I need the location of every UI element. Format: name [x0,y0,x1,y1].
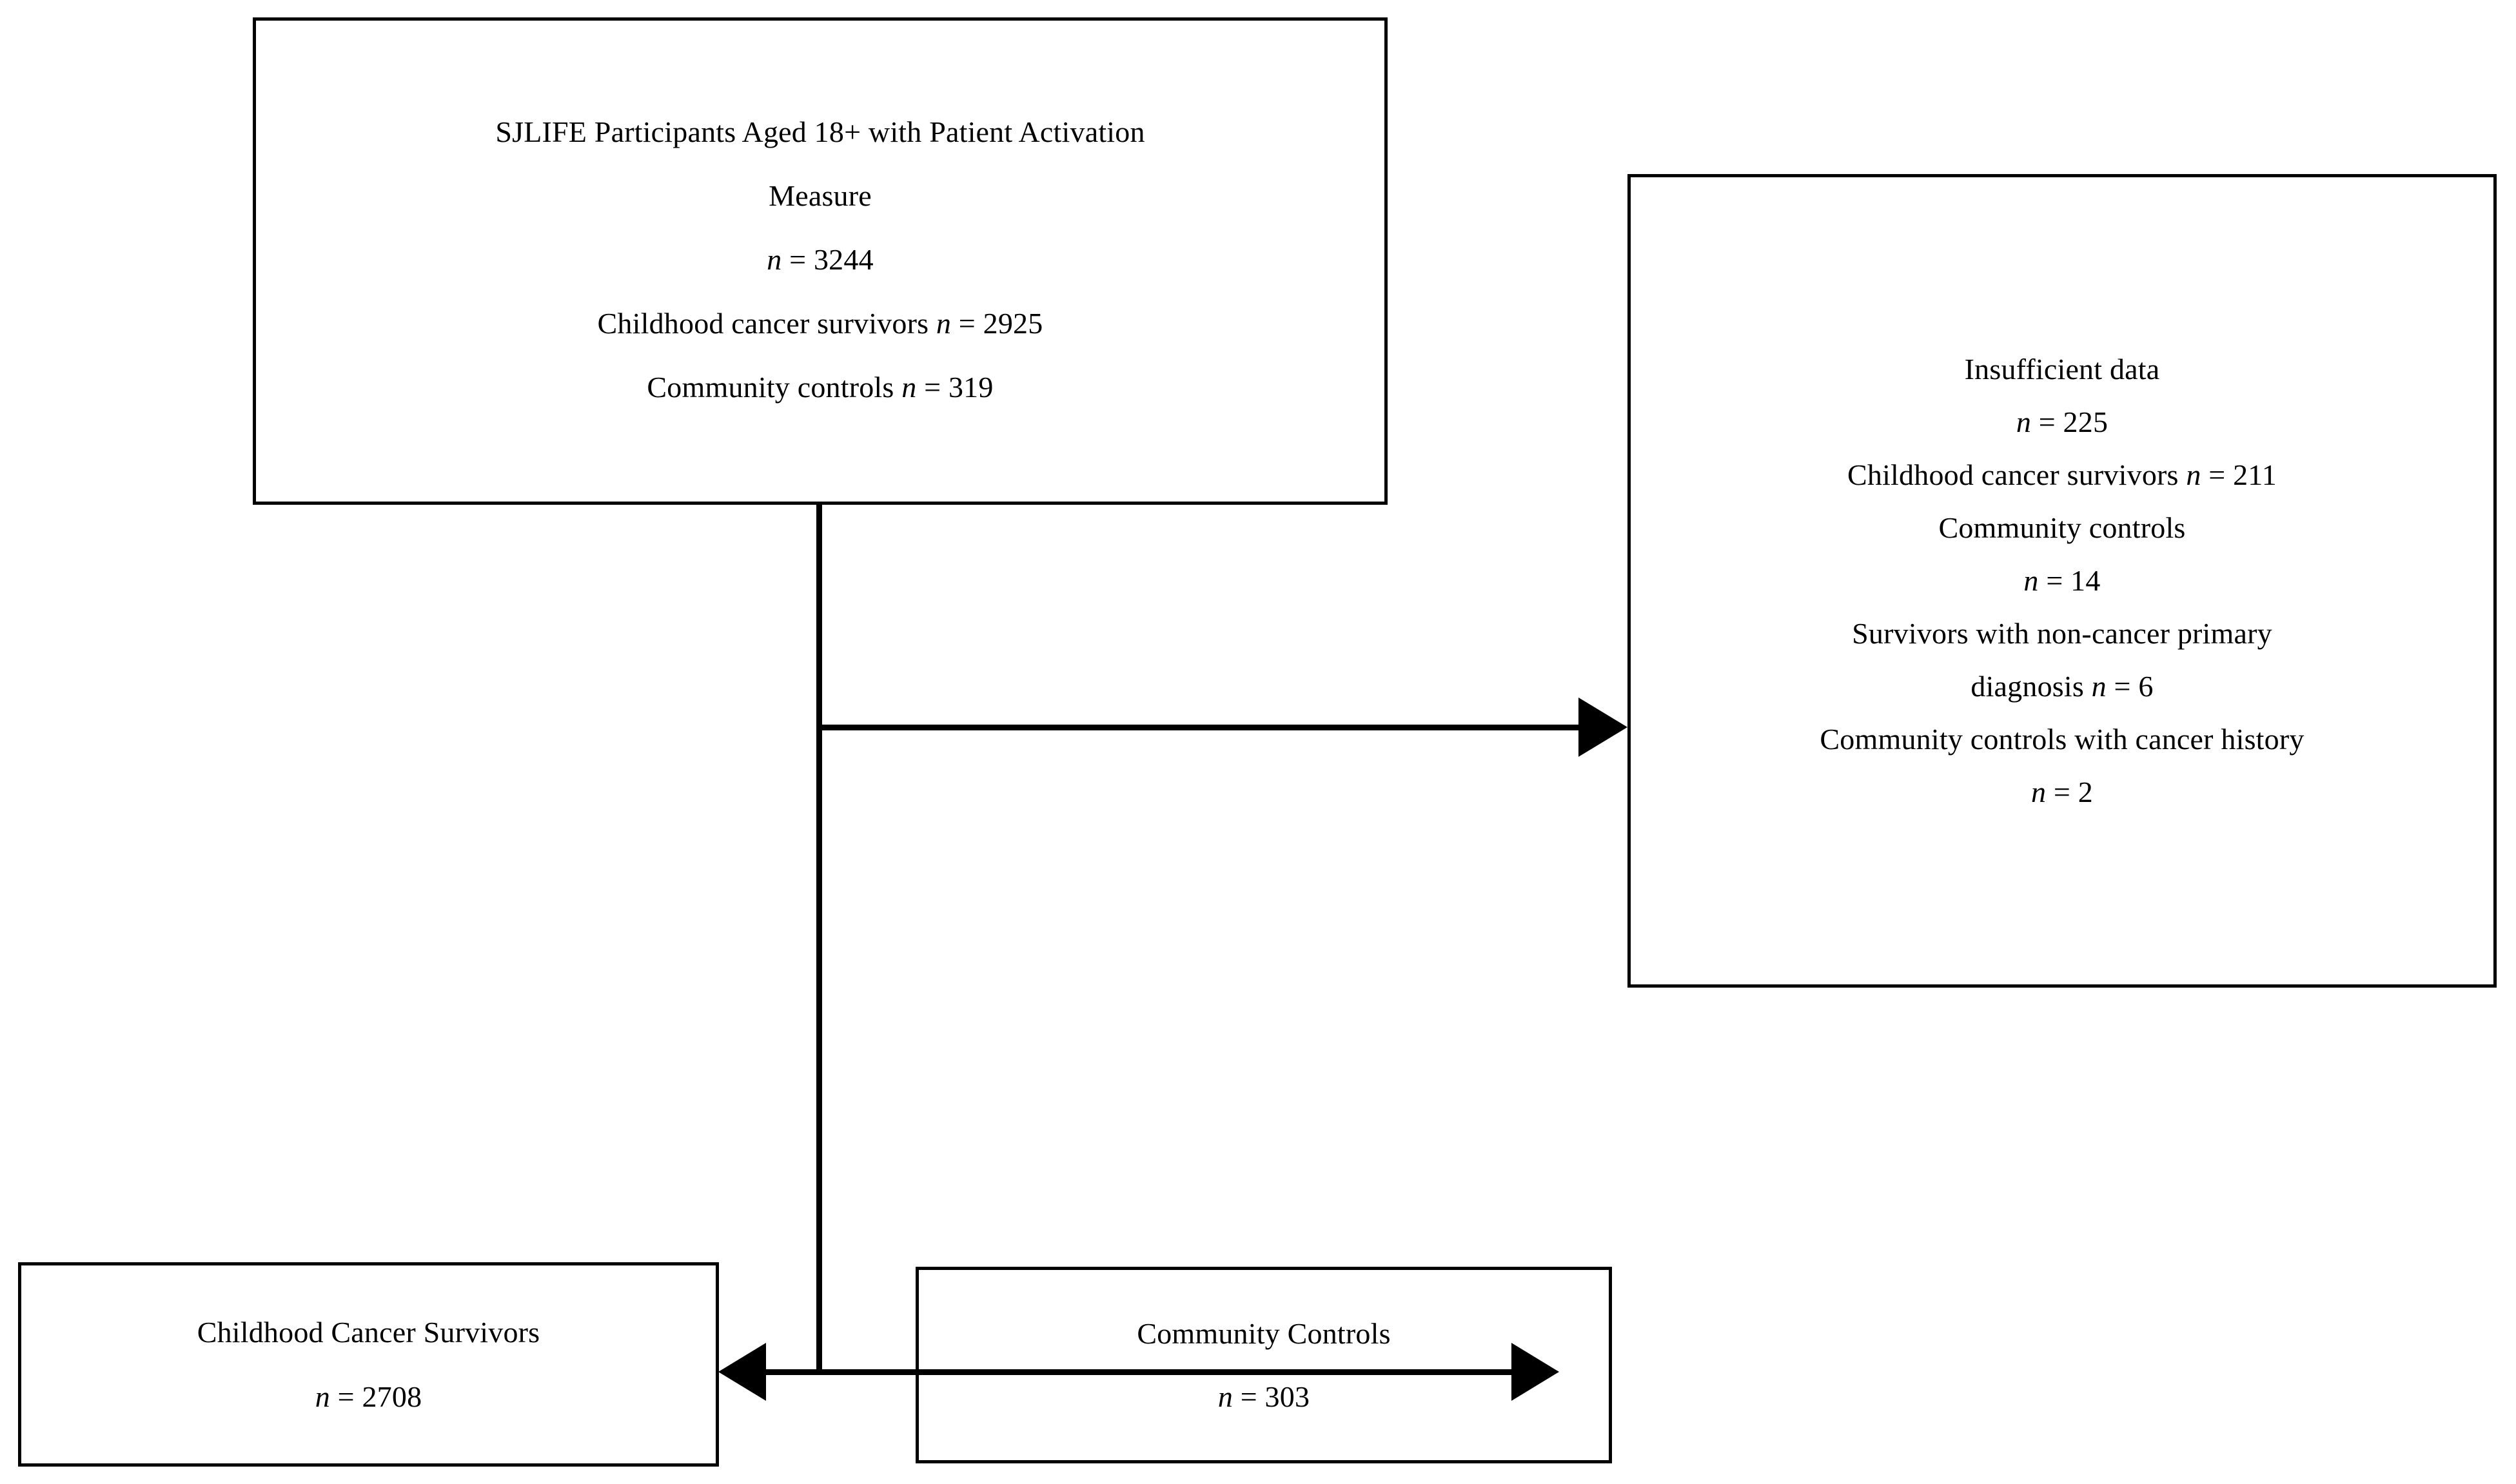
survivors-n: n = 2708 [315,1380,422,1413]
enrollment-controls-n: Community controls n = 319 [647,371,994,404]
excluded-survivors-n: Childhood cancer survivors n = 211 [1847,458,2277,491]
survivors-title: Childhood Cancer Survivors [197,1315,540,1349]
enrollment-line-1: SJLIFE Participants Aged 18+ with Patien… [495,115,1145,148]
excluded-title: Insufficient data [1964,353,2160,386]
double-headed-connector-line [740,1369,1540,1375]
excluded-controls-n: n = 14 [2023,564,2101,597]
excluded-box: Insufficient data n = 225 Childhood canc… [1627,174,2497,988]
arrowhead-right-icon-2 [1511,1343,1559,1401]
enrollment-survivors-n: Childhood cancer survivors n = 2925 [597,307,1043,340]
vertical-connector-line [816,505,822,1374]
controls-title: Community Controls [1137,1316,1391,1350]
arrowhead-right-icon [1578,698,1627,757]
excluded-total-n: n = 225 [2016,405,2108,438]
excluded-controls-label: Community controls [1938,511,2186,544]
enrollment-line-2: Measure [769,179,872,212]
enrollment-total-n: n = 3244 [767,243,874,276]
excluded-cancer-history-label: Community controls with cancer history [1820,723,2305,756]
controls-n: n = 303 [1217,1380,1310,1413]
excluded-cancer-history-n: n = 2 [2031,776,2093,808]
survivors-box: Childhood Cancer Survivors n = 2708 [18,1262,719,1467]
excluded-noncancer-line-1: Survivors with non-cancer primary [1852,617,2272,650]
controls-box: Community Controls n = 303 [916,1267,1612,1463]
arrowhead-left-icon [718,1343,766,1401]
connector-to-excluded-box [816,725,1584,730]
excluded-noncancer-line-2: diagnosis n = 6 [1971,670,2154,703]
enrollment-box: SJLIFE Participants Aged 18+ with Patien… [253,17,1388,505]
